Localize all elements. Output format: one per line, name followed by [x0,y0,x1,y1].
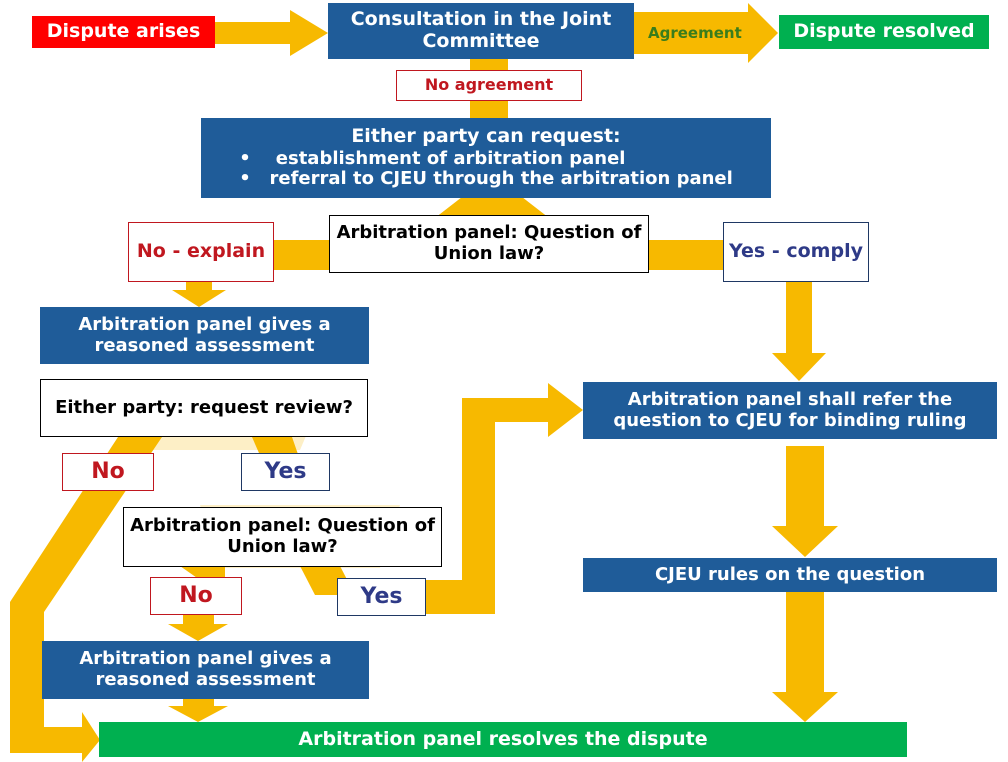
arrow-yes-to-refer [426,383,583,614]
arrow-q2no-down [168,614,228,641]
resolves-dispute-box: Arbitration panel resolves the dispute [99,722,907,757]
either-party-title: Either party can request: [351,124,621,147]
arrow-q2-no-leg [180,566,225,580]
either-party-box: Either party can request: • establishmen… [201,118,771,198]
arrow-assess2-down [168,698,228,722]
no-agreement-box: No agreement [396,70,582,101]
arrow-refer-to-cjeu [772,446,838,557]
arrow-consultation-to-resolved [634,3,778,63]
either-party-bullets: • establishment of arbitration panel • r… [239,147,733,190]
cjeu-rules-box: CJEU rules on the question [583,558,997,592]
no-explain-box: No - explain [128,222,274,282]
q2-yes-box: Yes [337,578,426,616]
review-yes-box: Yes [241,453,330,491]
reasoned-assessment-2: Arbitration panel gives a reasoned asses… [42,641,369,699]
question-union-law-2: Arbitration panel: Question of Union law… [123,507,442,567]
consultation-box: Consultation in the Joint Committee [328,3,634,59]
dispute-resolved-box: Dispute resolved [779,15,989,49]
refer-cjeu-box: Arbitration panel shall refer the questi… [583,382,997,439]
yes-comply-box: Yes - comply [723,222,869,282]
reasoned-assessment-1: Arbitration panel gives a reasoned asses… [40,307,369,364]
q2-no-box: No [150,577,242,615]
arrow-dispute-to-consultation [215,10,328,56]
arrow-cjeu-to-resolves [772,592,838,722]
review-no-box: No [62,453,154,491]
arrow-yescomply-down [772,282,826,381]
bullet-item: • referral to CJEU through the arbitrati… [239,168,733,190]
arrow-review-no-diagonal [10,437,162,762]
bullet-item: • establishment of arbitration panel [239,147,626,169]
arrow-noexplain-down [172,280,226,307]
request-review-box: Either party: request review? [40,379,368,437]
dispute-arises-box: Dispute arises [32,16,215,48]
agreement-label: Agreement [648,24,742,42]
question-union-law-1: Arbitration panel: Question of Union law… [329,215,649,273]
